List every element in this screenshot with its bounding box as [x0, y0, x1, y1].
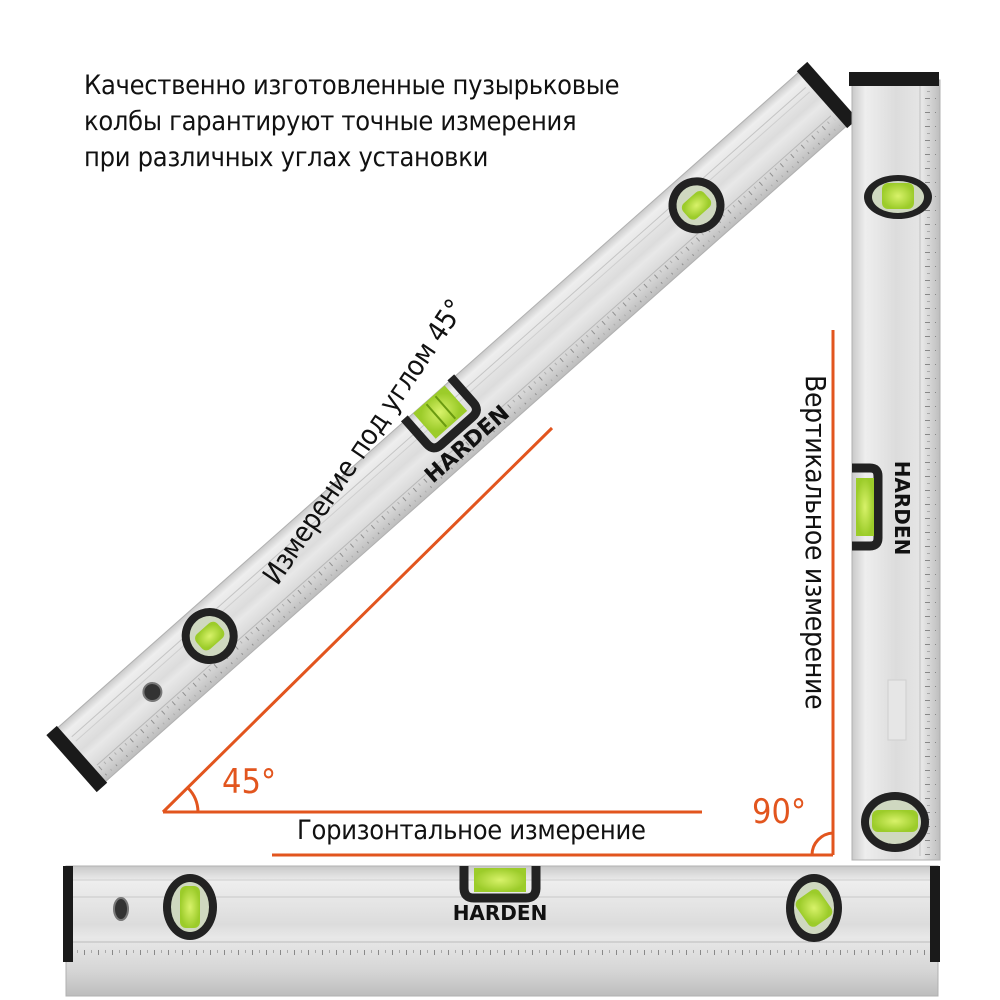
angle-arc-90 — [810, 831, 834, 856]
angle-label-45: 45° — [222, 762, 277, 802]
hang-hole-icon — [142, 682, 163, 703]
center-vial-icon — [852, 463, 883, 551]
vertical-level: HARDEN — [849, 72, 941, 861]
diagonal-level: HARDEN — [46, 61, 858, 793]
headline-line-2: колбы гарантируют точные измерения — [84, 106, 577, 137]
measurement-lines — [161, 330, 835, 857]
angle-arc-45 — [186, 786, 200, 813]
bubble-vial-icon — [181, 608, 238, 665]
vertical-measure-label: Вертикальное измерение — [799, 375, 832, 710]
headline: Качественно изготовленные пузырьковые ко… — [84, 68, 620, 176]
center-vial-icon — [400, 374, 481, 453]
horizontal-level: HARDEN — [63, 865, 940, 997]
bubble-vial-icon — [864, 175, 932, 219]
hang-hole-icon — [113, 897, 129, 921]
bubble-vial-icon — [786, 874, 842, 942]
bubble-vial-icon — [861, 792, 929, 852]
end-cap-right — [796, 61, 858, 129]
horizontal-measure-label: Горизонтальное измерение — [297, 815, 646, 846]
headline-line-1: Качественно изготовленные пузырьковые — [84, 70, 620, 101]
end-cap-left — [63, 866, 73, 962]
headline-line-3: при различных углах установки — [84, 142, 489, 173]
bubble-vial-icon — [668, 177, 725, 234]
angle-label-90: 90° — [752, 792, 807, 832]
bubble-vial-icon — [163, 874, 217, 940]
diagonal-measure-line — [161, 426, 554, 814]
brand-logo: HARDEN — [453, 901, 548, 925]
center-vial-icon — [459, 866, 541, 903]
end-cap-top — [849, 72, 939, 86]
end-cap-left — [46, 725, 108, 793]
brand-logo: HARDEN — [890, 461, 914, 556]
end-cap-right — [930, 866, 940, 962]
